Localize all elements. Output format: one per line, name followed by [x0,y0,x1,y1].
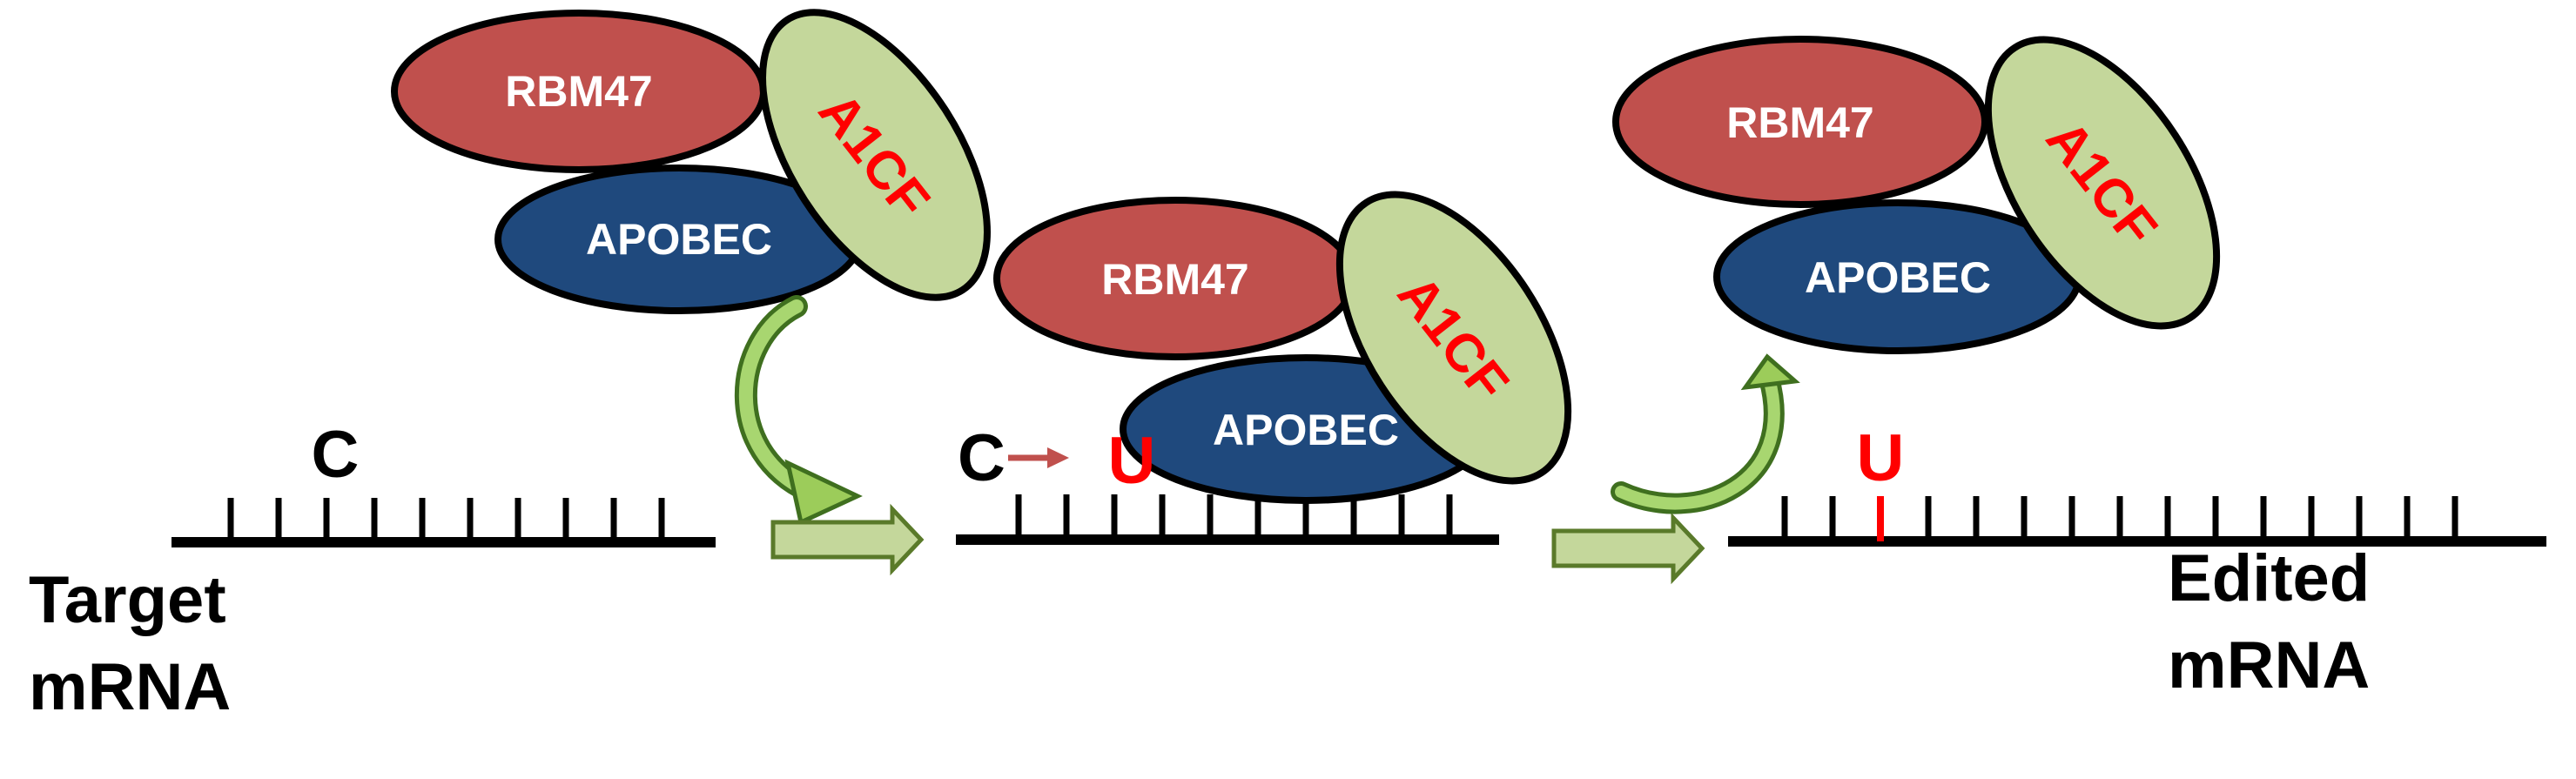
stage2-base-c: C [958,421,1006,495]
target-label-line2: mRNA [29,650,231,724]
complex-stage2: APOBEC RBM47 A1CF [993,191,1572,504]
apobec-label: APOBEC [1805,253,1991,302]
binding-arrowhead [784,459,863,526]
a1cf-ellipse [759,9,991,301]
stage2-ticks [1015,494,1453,540]
a1cf-ellipse [1335,191,1572,485]
rbm47-label: RBM47 [1726,98,1873,147]
target-label-line1: Target [29,563,226,637]
step-arrow-2 [1551,512,1705,585]
release-arrowhead [1740,353,1800,391]
release-curved-arrow [1611,368,1785,514]
rbm47-label: RBM47 [505,67,652,116]
mrna-stage2 [956,494,1499,545]
target-base-c: C [312,418,360,492]
rbm47-label: RBM47 [1101,255,1248,304]
edited-base-u: U [1857,421,1905,495]
edited-ticks [1781,496,2458,541]
a1cf-ellipse [1984,36,2221,330]
target-ticks [227,498,665,542]
complex-stage1: RBM47 APOBEC A1CF [391,9,991,314]
complex-stage3: RBM47 APOBEC A1CF [1612,36,2221,354]
edited-label-line2: mRNA [2168,628,2370,702]
edited-label-line1: Edited [2168,541,2370,615]
rbm47-ellipse [1612,36,1988,208]
step-arrow-1 [770,503,925,576]
stage2-base-u: U [1108,424,1156,498]
target-mrna: C [172,418,716,547]
edited-mrna: U [1728,421,2546,547]
apobec-label: APOBEC [586,215,772,264]
apobec-label: APOBEC [1213,406,1399,454]
conversion-arrow [1008,447,1069,468]
